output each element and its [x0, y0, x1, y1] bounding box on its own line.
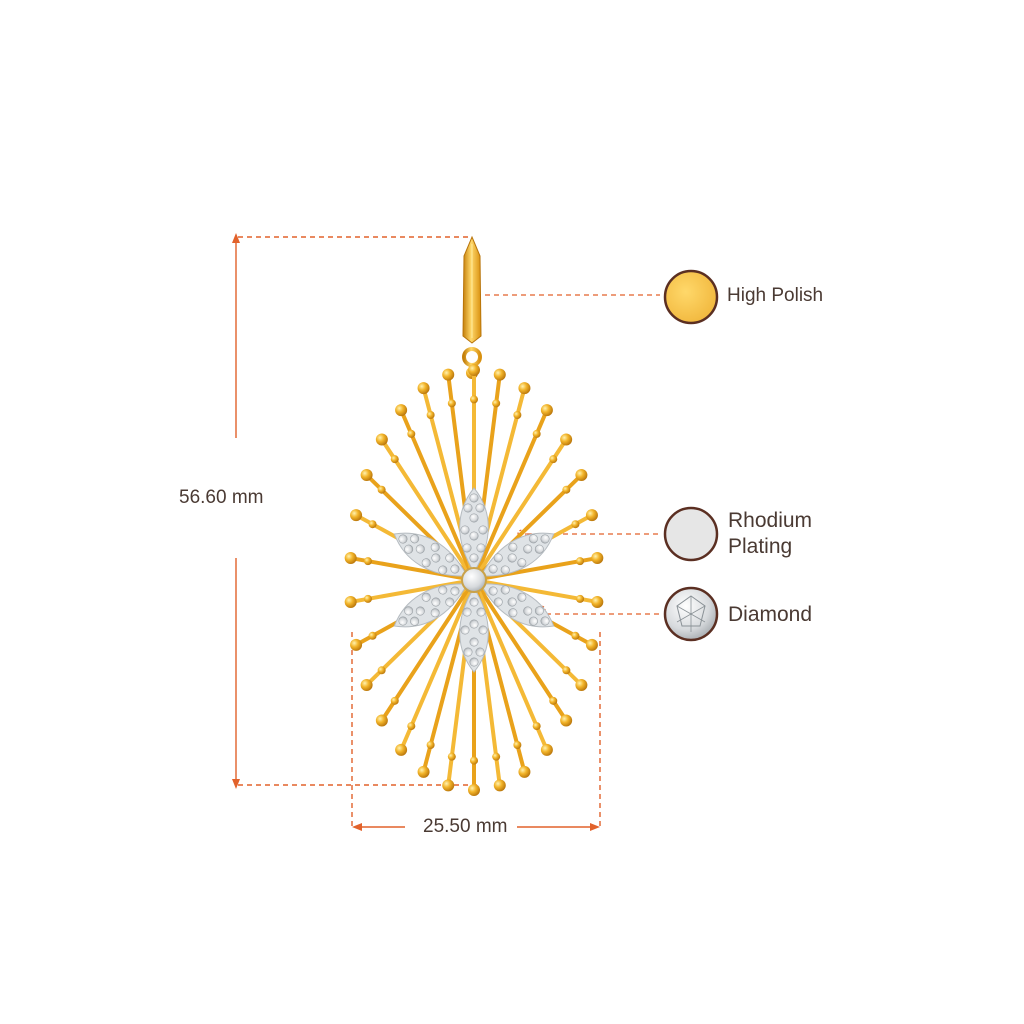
spoke-ball — [575, 469, 588, 481]
spoke-ball — [344, 595, 357, 608]
spoke-bead — [407, 429, 416, 438]
diamond-label: Diamond — [728, 603, 813, 626]
spoke-ball — [375, 714, 388, 727]
spoke-bead — [363, 557, 372, 566]
spoke-ball — [518, 765, 531, 778]
spoke-bead — [571, 631, 580, 640]
spoke-ball — [395, 743, 408, 756]
spoke-ball — [560, 714, 573, 727]
diamond-petal — [480, 583, 555, 628]
height-dimension — [232, 233, 480, 789]
spoke-ball — [468, 784, 480, 796]
rhodium-swatch — [663, 506, 719, 562]
spoke-bead — [492, 752, 501, 761]
spoke — [379, 578, 476, 723]
rhodium-plating-label: Rhodium Plating — [728, 509, 813, 558]
spoke-ball — [442, 779, 455, 792]
spoke-bead — [377, 485, 386, 494]
spoke-ball — [591, 552, 604, 565]
width-label: 25.50 mm — [423, 816, 508, 837]
spoke-bead — [470, 756, 478, 765]
center-diamond — [461, 567, 487, 593]
spoke-ball — [575, 679, 588, 691]
spoke-bead — [562, 485, 571, 494]
spoke-bead — [562, 666, 571, 675]
spoke-bead — [576, 594, 585, 603]
diamond-petal — [459, 487, 489, 573]
spoke — [472, 578, 569, 723]
diamond-petals — [393, 487, 555, 673]
spoke-ball — [493, 779, 506, 792]
diamond-petal — [393, 532, 468, 577]
height-label: 56.60 mm — [179, 487, 264, 508]
spoke-bead — [368, 520, 377, 529]
spoke-bead — [426, 740, 435, 749]
spoke-bead — [368, 631, 377, 640]
spoke-bead — [576, 557, 585, 566]
spoke-bead — [363, 594, 372, 603]
spoke — [472, 408, 549, 582]
spoke-bead — [390, 455, 399, 464]
spoke-bead — [492, 399, 501, 408]
spoke-bead — [447, 399, 456, 408]
spoke — [379, 437, 476, 582]
diamond-petal — [459, 587, 489, 673]
spoke-ball — [540, 404, 553, 417]
spoke-ball — [375, 433, 388, 446]
diamond-swatch — [663, 586, 719, 642]
spoke-ball — [468, 364, 480, 376]
spoke-bead — [549, 696, 558, 705]
spoke-ball — [417, 382, 430, 395]
spoke-ball — [417, 765, 430, 778]
high-polish-label: High Polish — [727, 285, 824, 306]
spoke-ball — [350, 509, 363, 522]
spoke-bead — [571, 520, 580, 529]
spoke-ball — [560, 433, 573, 446]
spoke-bead — [407, 722, 416, 731]
spoke-ball — [350, 638, 363, 651]
spoke-bead — [426, 411, 435, 420]
spoke-bead — [447, 752, 456, 761]
spoke-bead — [390, 696, 399, 705]
spoke-bead — [513, 740, 522, 749]
spoke — [399, 408, 476, 582]
spoke-ball — [493, 368, 506, 381]
spoke — [472, 437, 569, 582]
width-dimension — [351, 632, 601, 831]
spoke-ball — [360, 679, 373, 691]
spoke-ball — [591, 595, 604, 608]
spoke-bead — [513, 411, 522, 420]
spoke-ball — [540, 743, 553, 756]
spoke-ball — [585, 509, 598, 522]
spoke-bead — [549, 455, 558, 464]
diamond-petal — [480, 532, 555, 577]
earring-hook — [462, 235, 482, 379]
spoke-ball — [585, 638, 598, 651]
spoke — [399, 578, 476, 752]
spoke — [472, 578, 549, 752]
high-polish-swatch — [663, 269, 719, 325]
spoke-ball — [344, 552, 357, 565]
diamond-petal — [393, 583, 468, 628]
spoke-bead — [377, 666, 386, 675]
spoke-bead — [470, 395, 478, 404]
spoke-ball — [360, 469, 373, 481]
spoke-ball — [442, 368, 455, 381]
spoke-ball — [395, 404, 408, 417]
spoke-ball — [518, 382, 531, 395]
spoke-bead — [532, 429, 541, 438]
spoke-bead — [532, 722, 541, 731]
